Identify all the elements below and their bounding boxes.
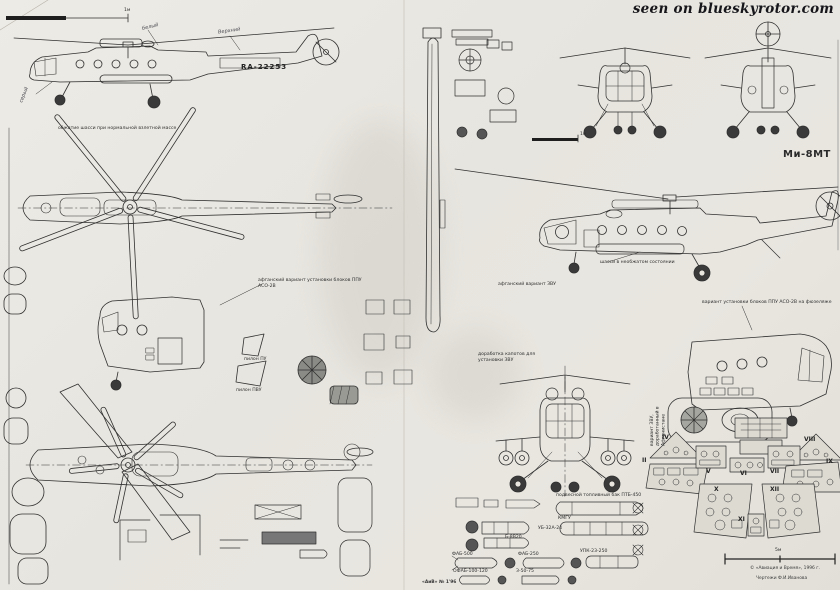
rotor-hub-details-drawing [451, 29, 517, 140]
intake-grille-drawing [297, 355, 359, 405]
weapon-label-z50: З-50-75 [516, 569, 534, 574]
panel-numeral-5: V [706, 468, 711, 475]
panel-numeral-12: XII [770, 486, 780, 493]
scale-bar-top-left [6, 13, 129, 23]
misc-details-drawing [119, 477, 373, 577]
caption-ptb: подвесной топливный бак ПТБ-450 [556, 493, 642, 498]
scan-smudge [430, 330, 520, 420]
caption-pylon-pu: пилон ПУ [244, 357, 267, 362]
rotor-blade-detail-drawing [422, 27, 446, 333]
watermark-text: seen on blueskyrotor.com [632, 1, 834, 17]
panel-numeral-8: VIII [804, 436, 816, 443]
aso-fuselage-drawing [687, 305, 832, 427]
plan-view-left-drawing [17, 107, 393, 320]
scale-bar-bottom-right [724, 553, 836, 565]
scale-bar-mid [532, 134, 579, 143]
scale-label-1m: 1м [124, 8, 131, 13]
weapon-label-fab250: ФАБ-250 [518, 552, 539, 557]
issue-label: «АиВ» № 1'96 [422, 580, 457, 585]
caption-cowl-mod: доработка капотов для установки ЗВУ [478, 352, 536, 363]
plan-view-bottom-left-drawing [25, 383, 374, 541]
scale-label-1m-mid: 1м [580, 132, 587, 137]
panel-numeral-7: VII [770, 468, 780, 475]
weapons-stores-drawing [451, 497, 649, 585]
scale-label-5m: 5м [775, 548, 782, 553]
zvu-cowl-drawing [667, 397, 773, 443]
caption-afghan-zvu: афганский вариант ЗВУ [498, 282, 556, 287]
panel-numeral-10: X [714, 486, 719, 493]
scan-smudge [320, 120, 440, 380]
main-rotor-blades [19, 107, 245, 320]
section-marker-icons [632, 502, 644, 556]
credit-label: Чертежи Ф.И.Иванова [756, 576, 808, 581]
weapon-label-kmgu: КМГУ [558, 516, 571, 521]
page-title: Ми-8МТ [783, 149, 831, 160]
caption-pylon-pvu: пилон ПВУ [236, 388, 262, 393]
panel-numeral-6: VI [740, 470, 747, 477]
copyright-label: © «Авиация и Время», 1996 г. [750, 566, 820, 571]
main-side-view-drawing [454, 168, 840, 282]
weapon-label-ub32: УБ-32А-24 [538, 526, 563, 531]
instrument-panels-drawing [645, 417, 840, 539]
cross-sections-left [3, 266, 49, 585]
pylon-details-drawing [235, 333, 267, 387]
caption-gear-normal: обжатие шасси при нормальной взлетной ма… [58, 126, 177, 131]
armed-front-view-drawing [495, 365, 635, 497]
side-view-top-left-drawing [13, 27, 340, 109]
panel-numeral-9: IX [826, 458, 833, 465]
weapon-label-b8: Б-8В20 [505, 535, 522, 540]
caption-aso-fuselage: вариант установки блоков ППУ АСО-2В на ф… [702, 300, 832, 305]
caption-gear-free: шасси в необжатом состоянии [600, 260, 675, 265]
caption-zvu-afghan: вариант ЗВУ, доработанный в Афганистане [650, 406, 667, 446]
caption-afghan-aso: афганский вариант установки блоков ППУ А… [258, 278, 362, 289]
weapon-label-upk: УПК-23-250 [580, 549, 608, 554]
panel-numeral-4: IV [662, 434, 669, 441]
rear-view-drawing [704, 21, 832, 139]
afghan-nose-drawing [97, 283, 263, 391]
registration-number: RA-22253 [241, 63, 288, 71]
panel-numeral-11: XI [738, 516, 745, 523]
section-boxes-drawing [363, 299, 413, 385]
weapon-label-ofab: ОФАБ-100-120 [453, 569, 488, 574]
weapon-label-fab500: ФАБ-500 [452, 552, 473, 557]
front-view-drawing [559, 47, 691, 139]
panel-numeral-2: II [642, 457, 647, 464]
